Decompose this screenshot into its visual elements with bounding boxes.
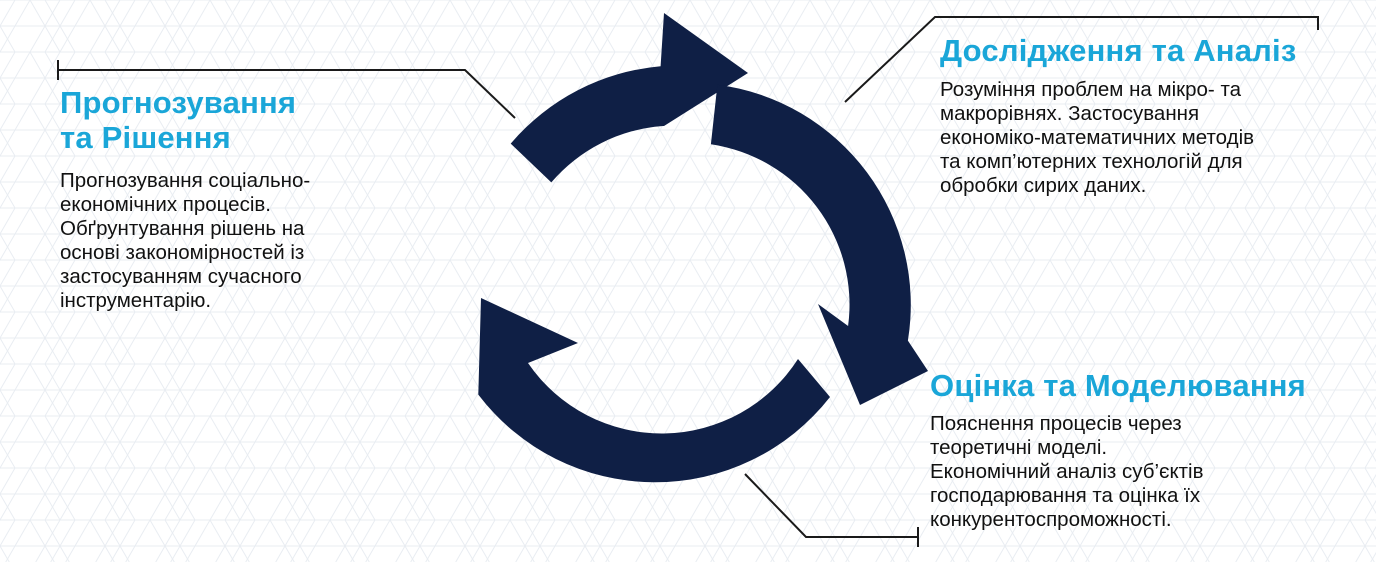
connector-right-bottom — [744, 473, 919, 547]
research-block: Дослідження та Аналіз Розуміння проблем … — [940, 33, 1360, 198]
evaluation-title: Оцінка та Моделювання — [930, 368, 1306, 403]
connector-right-top — [844, 16, 1319, 103]
forecasting-block: Прогнозування та Рішення Прогнозування с… — [60, 85, 390, 313]
evaluation-block: Оцінка та Моделювання Пояснення процесів… — [930, 368, 1370, 532]
evaluation-text: Пояснення процесів через теоретичні моде… — [930, 412, 1204, 531]
cycle-arrow-right — [710, 84, 928, 405]
cycle-arrow-bottom-left — [478, 298, 830, 483]
forecasting-text: Прогнозування соціально- економічних про… — [60, 169, 311, 312]
connector-left — [57, 60, 516, 119]
research-text: Розуміння проблем на мікро- та макрорівн… — [940, 78, 1255, 197]
research-title: Дослідження та Аналіз — [940, 33, 1297, 68]
forecasting-title: Прогнозування та Рішення — [60, 85, 297, 155]
cycle-arrow-top — [510, 13, 748, 183]
